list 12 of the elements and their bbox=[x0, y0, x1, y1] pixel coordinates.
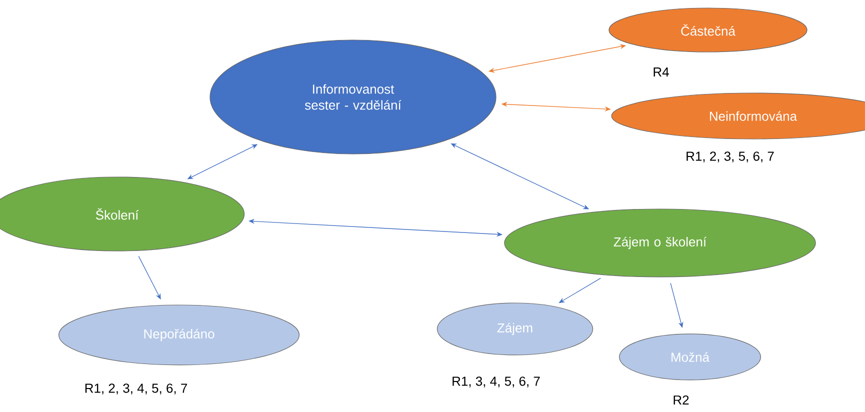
ellipse-node: Možná bbox=[619, 334, 761, 380]
ellipse-node: Částečná bbox=[608, 8, 808, 52]
ellipse-node: Zájem o školení bbox=[504, 208, 816, 278]
beside-label: R1, 3, 4, 5, 6, 7 bbox=[452, 376, 540, 388]
beside-label: R4 bbox=[654, 68, 669, 76]
ellipse-node: Informovanost sester - vzdělání bbox=[210, 40, 496, 154]
beside-label: R2 bbox=[674, 395, 689, 405]
beside-label: R1, 2, 3, 5, 6, 7 bbox=[686, 152, 774, 162]
ellipse-node: Zájem bbox=[436, 302, 594, 356]
ellipse-node: Nepořádáno bbox=[58, 304, 300, 366]
beside-label: R1, 2, 3, 4, 5, 6, 7 bbox=[85, 384, 187, 394]
ellipse-node: Neinformována bbox=[611, 92, 865, 140]
